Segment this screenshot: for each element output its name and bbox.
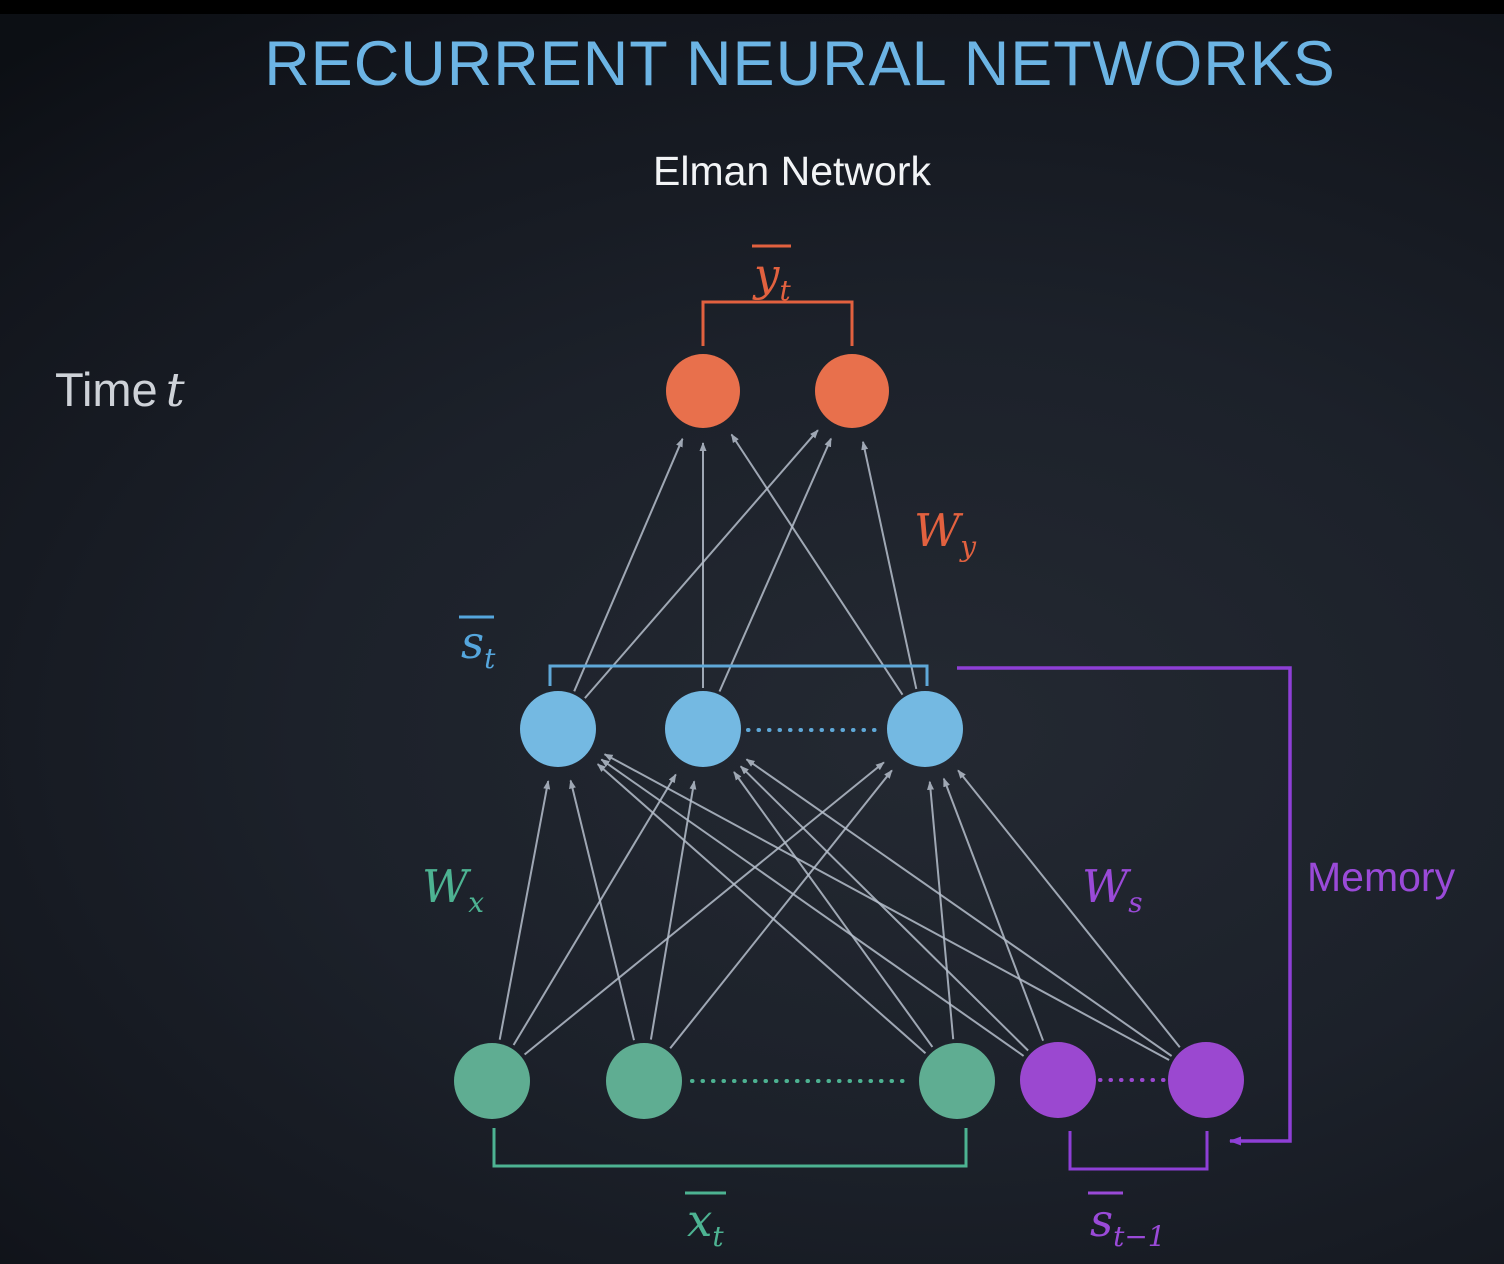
connection-arrow	[730, 433, 904, 696]
output-vector-subscript: t	[779, 274, 791, 307]
svg-text:Wx: Wx	[422, 860, 484, 919]
letterbox-bar	[0, 0, 1504, 14]
diagram-subtitle: Elman Network	[653, 148, 931, 194]
time-variable: t	[165, 363, 185, 418]
connection-arrow	[718, 437, 832, 692]
connection-arrow	[498, 780, 551, 1040]
hidden-node	[887, 691, 963, 767]
svg-text:yt: yt	[752, 248, 791, 307]
context-vector-label: st−1	[1088, 1191, 1166, 1253]
context-vector-base: s	[1090, 1194, 1113, 1247]
connection-arrow	[745, 758, 1173, 1057]
output-vector-base: y	[752, 248, 780, 301]
connection-arrow	[739, 765, 1029, 1052]
connection-arrow	[942, 777, 1045, 1042]
output-node	[815, 354, 889, 428]
svg-text:st−1: st−1	[1090, 1194, 1166, 1253]
input-vector-subscript: t	[712, 1220, 724, 1253]
context-vector-subscript: t−1	[1113, 1220, 1166, 1253]
svg-text:xt: xt	[687, 1194, 724, 1253]
input-node	[919, 1043, 995, 1119]
svg-text:Ws: Ws	[1082, 860, 1143, 919]
svg-text:st: st	[461, 616, 496, 675]
connection-arrow	[927, 780, 955, 1040]
output-vector-label: yt	[752, 244, 791, 307]
memory-label: Memory	[1307, 854, 1456, 900]
connection-arrow	[596, 763, 927, 1054]
time-label-text: Time	[55, 363, 158, 416]
connection-arrow	[600, 758, 1025, 1057]
input-node	[606, 1043, 682, 1119]
weight-s-label: Ws	[1082, 860, 1143, 919]
input-vector-label: xt	[685, 1191, 726, 1253]
connection-arrow	[861, 440, 918, 690]
input-node	[454, 1043, 530, 1119]
hidden-vector-bracket	[548, 664, 929, 686]
context-node	[1020, 1042, 1096, 1118]
weight-x-subscript: x	[468, 886, 484, 919]
input-vector-bracket	[492, 1128, 968, 1168]
connection-arrow	[957, 769, 1181, 1048]
context-node	[1168, 1042, 1244, 1118]
connection-arrow	[512, 773, 677, 1046]
memory-feedback-path	[957, 666, 1292, 1146]
connection-arrow	[669, 769, 893, 1049]
weight-y-subscript: y	[958, 530, 977, 563]
output-node	[666, 354, 740, 428]
context-vector-bracket	[1068, 1131, 1209, 1171]
connection-arrow	[603, 753, 1170, 1061]
input-vector-base: x	[687, 1194, 712, 1247]
weight-s-base: W	[1082, 860, 1132, 913]
weight-y-label: Wy	[914, 504, 977, 563]
neuron-nodes	[454, 354, 1244, 1119]
slide-title: RECURRENT NEURAL NETWORKS	[264, 29, 1336, 99]
svg-text:Wy: Wy	[914, 504, 977, 563]
hidden-vector-label: st	[459, 615, 496, 675]
weight-y-base: W	[914, 504, 964, 557]
weight-x-label: Wx	[422, 860, 484, 919]
connection-arrow	[584, 429, 819, 699]
hidden-node	[665, 691, 741, 767]
connection-arrows	[498, 429, 1181, 1061]
connection-arrow	[569, 779, 635, 1041]
weight-s-subscript: s	[1128, 886, 1142, 919]
connection-arrow	[523, 761, 885, 1056]
hidden-vector-base: s	[461, 616, 484, 669]
output-vector-bracket	[701, 300, 854, 346]
weight-x-base: W	[422, 860, 472, 913]
connection-arrow	[649, 780, 697, 1040]
connection-arrow	[733, 771, 934, 1048]
connection-arrow	[573, 437, 684, 692]
hidden-node	[520, 691, 596, 767]
hidden-vector-subscript: t	[484, 642, 496, 675]
